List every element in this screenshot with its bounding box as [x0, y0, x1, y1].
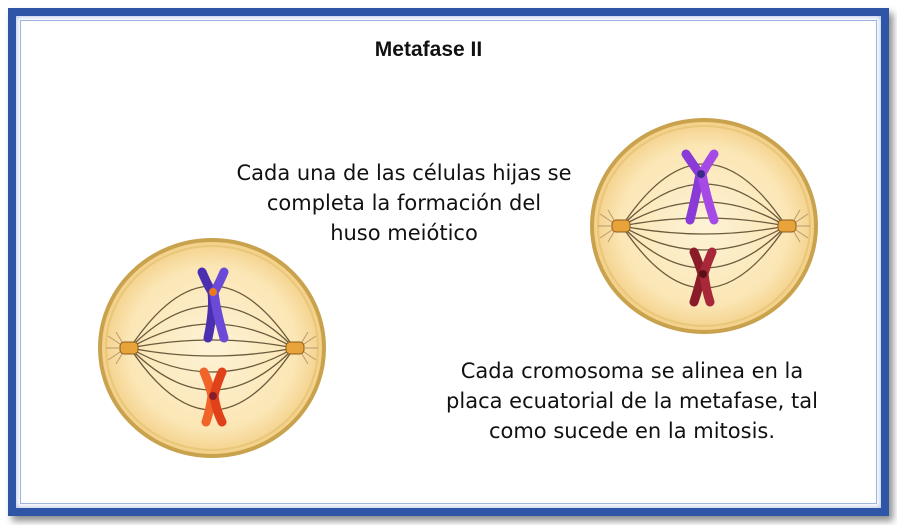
left-upper-chromosome — [197, 267, 229, 343]
title-text: Metafase II — [374, 38, 483, 61]
left-cell — [98, 238, 326, 458]
left-centrosome-right — [285, 331, 318, 365]
frame-inner-line — [20, 20, 877, 504]
right-upper-chromosome — [681, 149, 719, 225]
caption-bottom: Cada cromosoma se alinea en la placa ecu… — [422, 356, 842, 446]
caption-bottom-line-3: como sucede en la mitosis. — [488, 419, 776, 443]
left-cell-membrane — [98, 238, 326, 458]
caption-top-line-1: Cada una de las células hijas se — [236, 161, 572, 185]
left-lower-chromosome — [199, 367, 227, 427]
left-centrosome-left — [106, 331, 139, 365]
caption-bottom-line-1: Cada cromosoma se alinea en la — [460, 359, 804, 383]
right-centrosome-right — [777, 209, 810, 243]
caption-top-line-3: huso meiótico — [330, 221, 478, 245]
caption-top: Cada una de las células hijas se complet… — [214, 158, 594, 248]
right-centrosome-left — [598, 209, 631, 243]
caption-bottom-line-2: placa ecuatorial de la metafase, tal — [446, 389, 818, 413]
right-cell — [590, 118, 818, 334]
right-lower-chromosome — [689, 247, 717, 307]
right-cell-membrane — [590, 118, 818, 334]
diagram-title: Metafase II — [0, 38, 881, 62]
caption-top-line-2: completa la formación del — [266, 191, 542, 215]
